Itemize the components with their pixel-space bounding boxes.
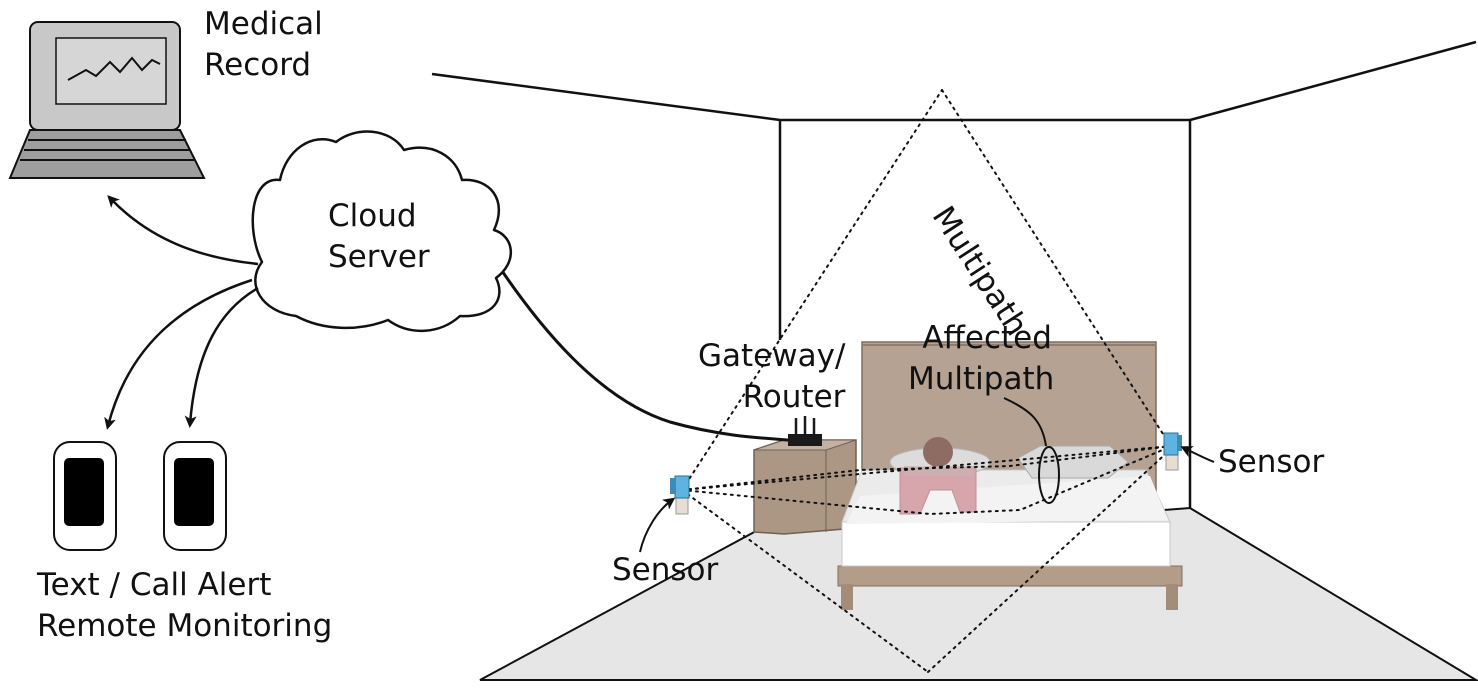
cloud-icon: [251, 130, 513, 332]
bed-leg-left: [841, 584, 853, 610]
sensor-left-leader: [639, 497, 676, 553]
label-cloud-line1: Cloud: [328, 198, 417, 234]
label-medical-record: Medical Record: [204, 4, 323, 86]
cloud-to-phone1-arrow: [104, 278, 253, 430]
sensor-right-leader: [1180, 446, 1215, 463]
label-medical-record-line2: Record: [204, 47, 312, 83]
label-sensor-left: Sensor: [612, 552, 719, 588]
phone-icon: [163, 441, 227, 551]
room-ceiling-left: [431, 72, 781, 122]
bed-leg-right: [1166, 584, 1178, 610]
affected-path-leader: [1003, 397, 1047, 447]
label-affected-line2: Multipath: [908, 361, 1055, 397]
sensor-icon: [1163, 432, 1182, 471]
affected-path-ellipse: [1038, 446, 1060, 504]
router-icon: [788, 416, 822, 446]
pillow-right: [1017, 445, 1129, 479]
label-cloud-server: Cloud Server: [328, 196, 430, 278]
sensor-icon: [670, 475, 690, 515]
label-alerts: Text / Call Alert Remote Monitoring: [37, 565, 332, 647]
label-affected-multipath: Affected Multipath: [908, 318, 1054, 400]
mattress-side: [841, 521, 1171, 567]
multipath-lines: [681, 89, 1173, 673]
label-gateway-router: Gateway/ Router: [698, 336, 845, 418]
label-gateway-line1: Gateway/: [698, 338, 846, 374]
person: [899, 437, 977, 515]
label-sensor-right: Sensor: [1218, 444, 1325, 480]
label-alerts-line1: Text / Call Alert: [37, 567, 272, 603]
cloud-to-phone2-arrow: [184, 286, 259, 428]
cloud-to-laptop-arrow: [107, 195, 259, 266]
blanket: [846, 476, 1168, 524]
label-medical-record-line1: Medical: [204, 6, 323, 42]
room: [431, 40, 1477, 508]
room-ceiling-right: [1189, 40, 1477, 122]
phone-icon: [53, 441, 117, 551]
label-gateway-line2: Router: [742, 379, 846, 415]
label-alerts-line2: Remote Monitoring: [37, 608, 333, 644]
bed-frame-rail: [837, 565, 1183, 587]
label-affected-line1: Affected: [922, 320, 1052, 356]
cloud-router-link: [486, 249, 789, 442]
nightstand: [753, 439, 857, 535]
laptop-icon: [8, 21, 206, 179]
label-cloud-line2: Server: [328, 239, 430, 275]
